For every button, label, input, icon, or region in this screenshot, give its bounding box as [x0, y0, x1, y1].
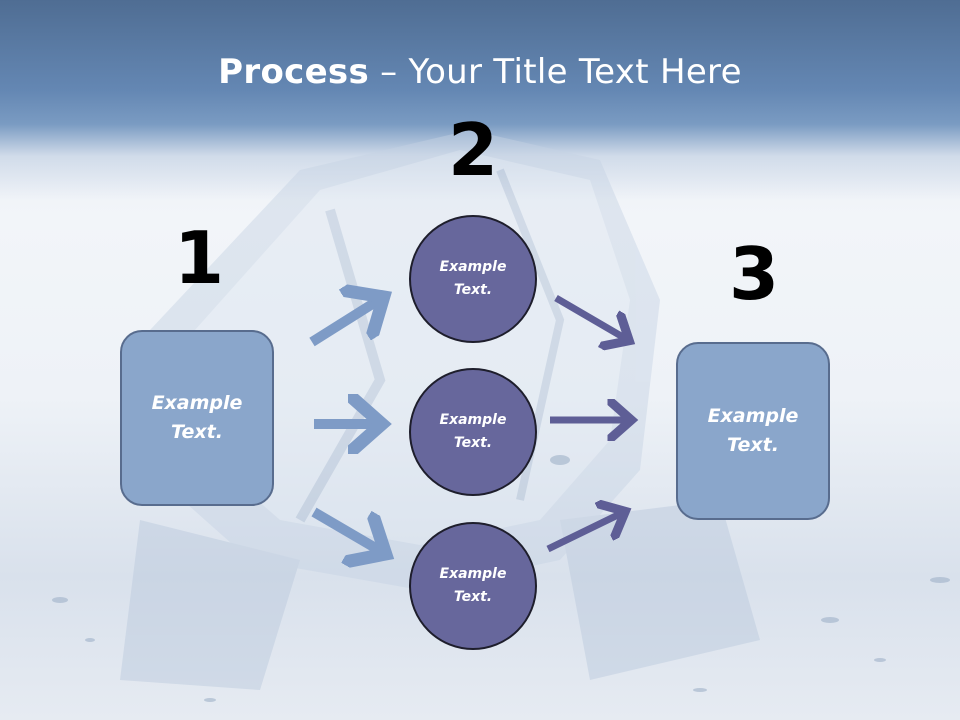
step-1-text: Example Text.: [151, 392, 243, 443]
arrow-1-to-2a: [309, 298, 382, 347]
arrow-2c-to-3: [546, 512, 624, 553]
arrow-2a-to-3: [554, 294, 628, 340]
step-2-circle-bottom-text: Example Text.: [439, 566, 507, 605]
step-1-box: Example Text.: [120, 330, 274, 506]
step-3-text: Example Text.: [707, 405, 799, 456]
step-number-1: 1: [173, 216, 225, 300]
title-band: [0, 0, 960, 200]
step-2-circle-top: Example Text.: [409, 215, 537, 343]
step-number-2: 2: [447, 108, 499, 192]
step-number-3: 3: [728, 232, 780, 316]
step-2-circle-bottom: Example Text.: [409, 522, 537, 650]
step-2-circle-middle: Example Text.: [409, 368, 537, 496]
step-3-box: Example Text.: [676, 342, 830, 520]
step-2-circle-top-text: Example Text.: [439, 259, 507, 298]
page-title: Process – Your Title Text Here: [218, 52, 742, 92]
arrow-1-to-2c: [311, 507, 384, 553]
step-2-circle-middle-text: Example Text.: [439, 412, 507, 451]
